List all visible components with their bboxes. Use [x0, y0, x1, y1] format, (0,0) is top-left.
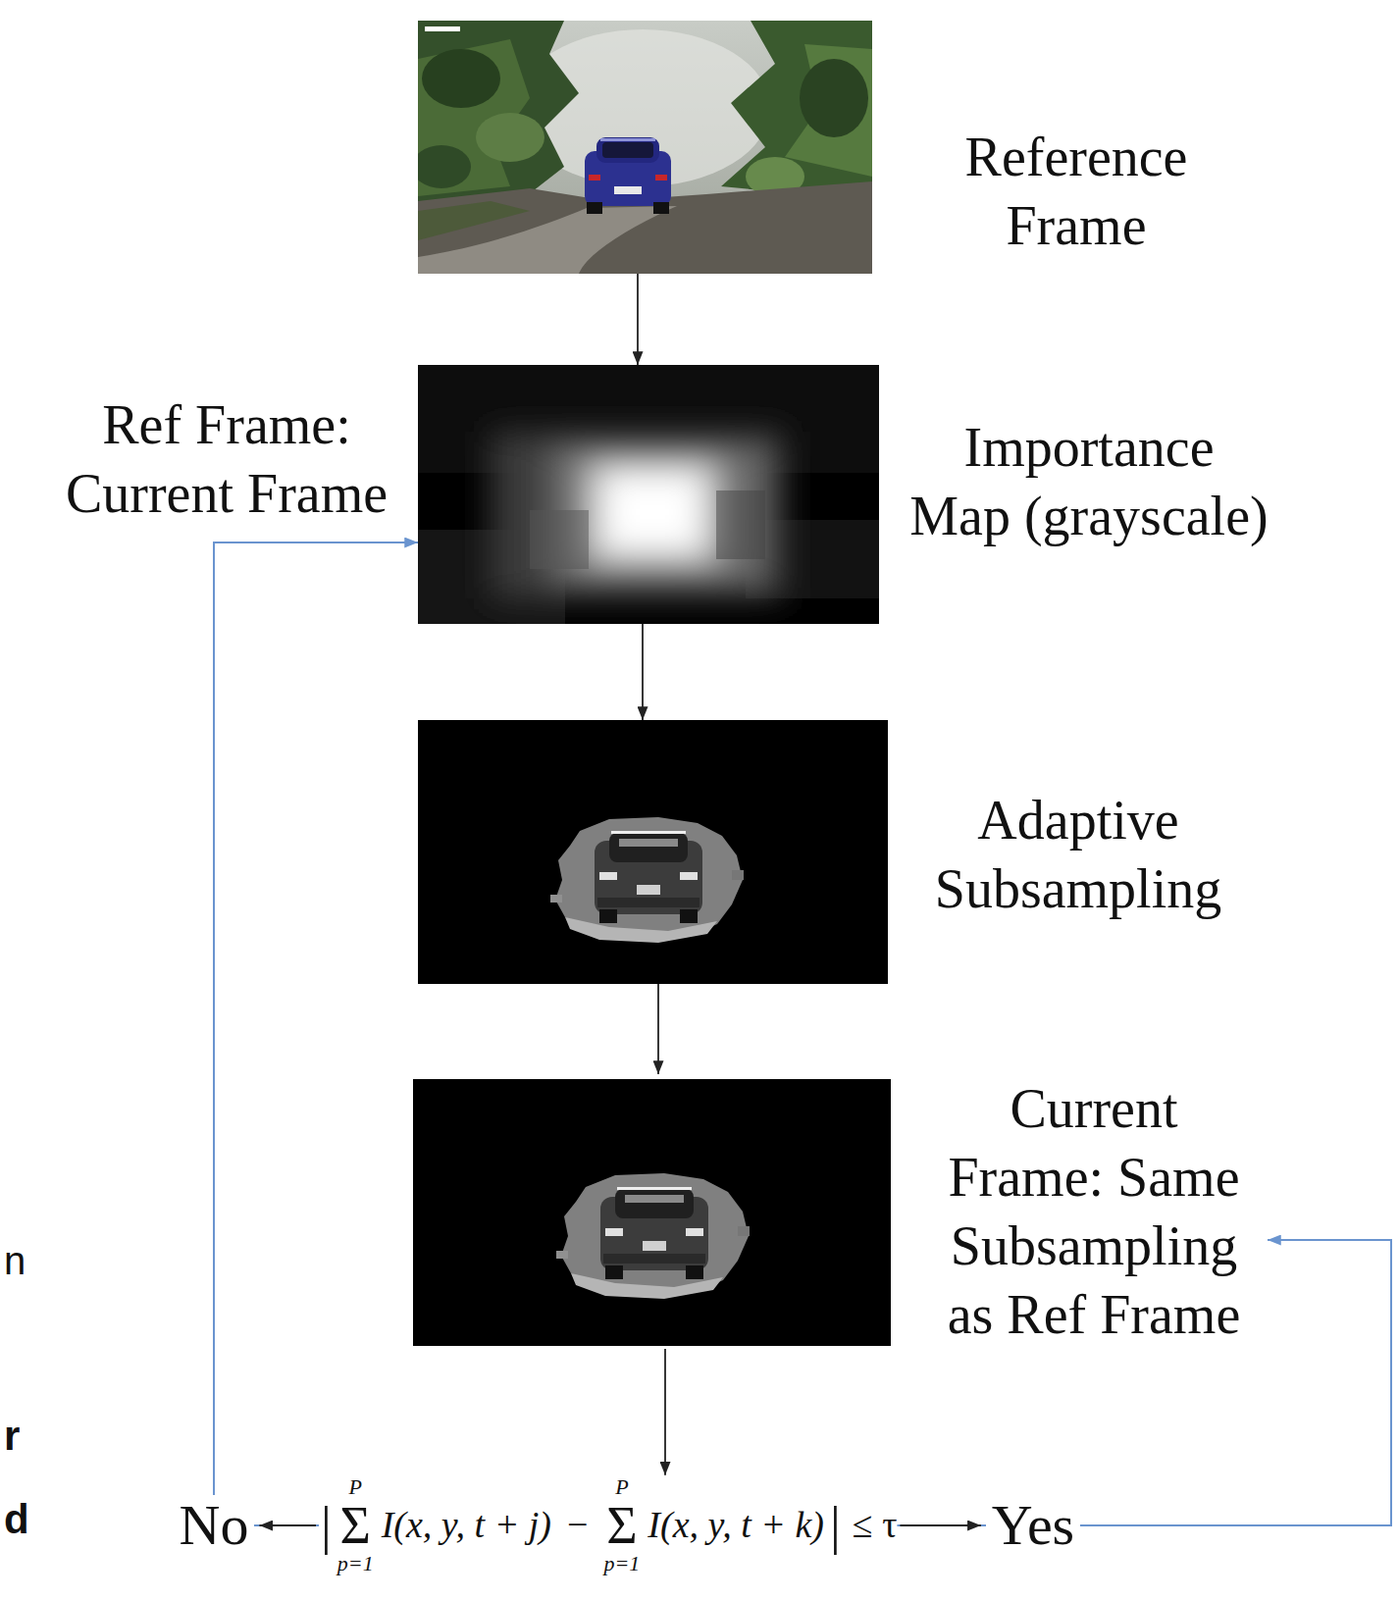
formula-part: I(x, y, t + j) [377, 1502, 556, 1549]
right-trees [784, 44, 873, 177]
formula-sum: Σ [340, 1499, 371, 1553]
fog-sky [417, 20, 873, 274]
cropped-letter: n [3, 1238, 26, 1284]
cropped-letter: d [3, 1496, 30, 1544]
map-block [529, 510, 589, 570]
loop-connector [896, 1240, 1392, 1526]
cropped-letter: r [3, 1412, 20, 1460]
glow-core [603, 472, 702, 552]
car-roof [596, 137, 660, 163]
flow-arrow [664, 1348, 667, 1476]
importance-map-image [417, 364, 880, 624]
wheel [586, 202, 603, 214]
formula-expr: I(x, y, t + k) [647, 1502, 825, 1549]
glow-layer [583, 461, 722, 565]
formula-lim: P [349, 1475, 363, 1500]
stage-label: Reference Frame [929, 122, 1224, 260]
stage-label: Importance Map (grayscale) [892, 413, 1286, 551]
formula-bar: | [829, 1499, 841, 1553]
summation: PΣp=1 [337, 1475, 374, 1576]
number-plate [614, 186, 642, 195]
wheel [653, 202, 670, 214]
stage-block: Adaptive Subsampling [417, 720, 1257, 985]
foliage [799, 58, 869, 138]
overlay-bar [424, 26, 461, 32]
stage-label: Adaptive Subsampling [911, 785, 1245, 924]
subsampled-image [417, 720, 888, 985]
tail-light [655, 174, 668, 181]
stage-label: Current Frame: Same Subsampling as Ref F… [932, 1074, 1256, 1349]
formula-part: | [828, 1499, 843, 1553]
foliage [421, 49, 501, 108]
verge [417, 201, 530, 241]
formula-part: | [318, 1499, 334, 1553]
formula-lim: P [615, 1475, 628, 1500]
formula-rel: ≤ τ [852, 1502, 898, 1549]
image-ground [413, 1079, 891, 1347]
stage-block: Importance Map (grayscale) [417, 364, 1297, 624]
formula-part: I(x, y, t + k) [643, 1502, 829, 1549]
loop-note: Ref Frame: Current Frame [35, 390, 418, 528]
stage-text: Adaptive Subsampling [899, 785, 1257, 924]
formula-expr: I(x, y, t + j) [381, 1502, 552, 1549]
map-ground [417, 364, 880, 624]
branch-arrow [259, 1524, 316, 1527]
stage-block: Current Frame: Same Subsampling as Ref F… [413, 1074, 1268, 1349]
road [417, 206, 677, 274]
branch-arrow [899, 1524, 981, 1527]
importance-glow [490, 431, 785, 599]
loop-connector [213, 542, 418, 1526]
image-ground [417, 720, 888, 985]
formula-part: − [555, 1502, 600, 1549]
car-window [602, 142, 654, 158]
formula-row: |PΣp=1I(x, y, t + j)−PΣp=1I(x, y, t + k)… [318, 1475, 897, 1576]
foliage [475, 112, 545, 162]
edge-label: Yes [985, 1495, 1081, 1556]
car-patch [556, 1173, 750, 1299]
tail-light [588, 174, 601, 181]
flow-arrow [636, 273, 639, 365]
formula-op: − [567, 1502, 588, 1549]
edge-label: No [173, 1495, 256, 1556]
glow-layer [490, 431, 785, 599]
stage-block: Reference Frame [417, 20, 1236, 274]
formula-lim: p=1 [603, 1552, 640, 1576]
stage-text: Importance Map (grayscale) [880, 413, 1297, 551]
summation: PΣp=1 [603, 1475, 640, 1576]
condition-formula: |PΣp=1I(x, y, t + j)−PΣp=1I(x, y, t + k)… [318, 1475, 897, 1576]
flow-arrow [657, 984, 660, 1075]
formula-sum: Σ [606, 1499, 637, 1553]
formula-bar: | [320, 1499, 332, 1553]
stage-text: Current Frame: Same Subsampling as Ref F… [920, 1074, 1268, 1349]
formula-lim: p=1 [337, 1552, 374, 1576]
right-trees [721, 20, 873, 202]
car-patch [550, 817, 744, 943]
stage-text: Reference Frame [917, 122, 1236, 260]
formula-part: ≤ τ [842, 1502, 898, 1549]
foliage [417, 145, 471, 189]
flow-arrow [641, 623, 644, 721]
reference-photo [417, 20, 873, 274]
current-frame-image [413, 1079, 891, 1347]
map-block [716, 490, 766, 560]
car-highlight [600, 138, 656, 142]
